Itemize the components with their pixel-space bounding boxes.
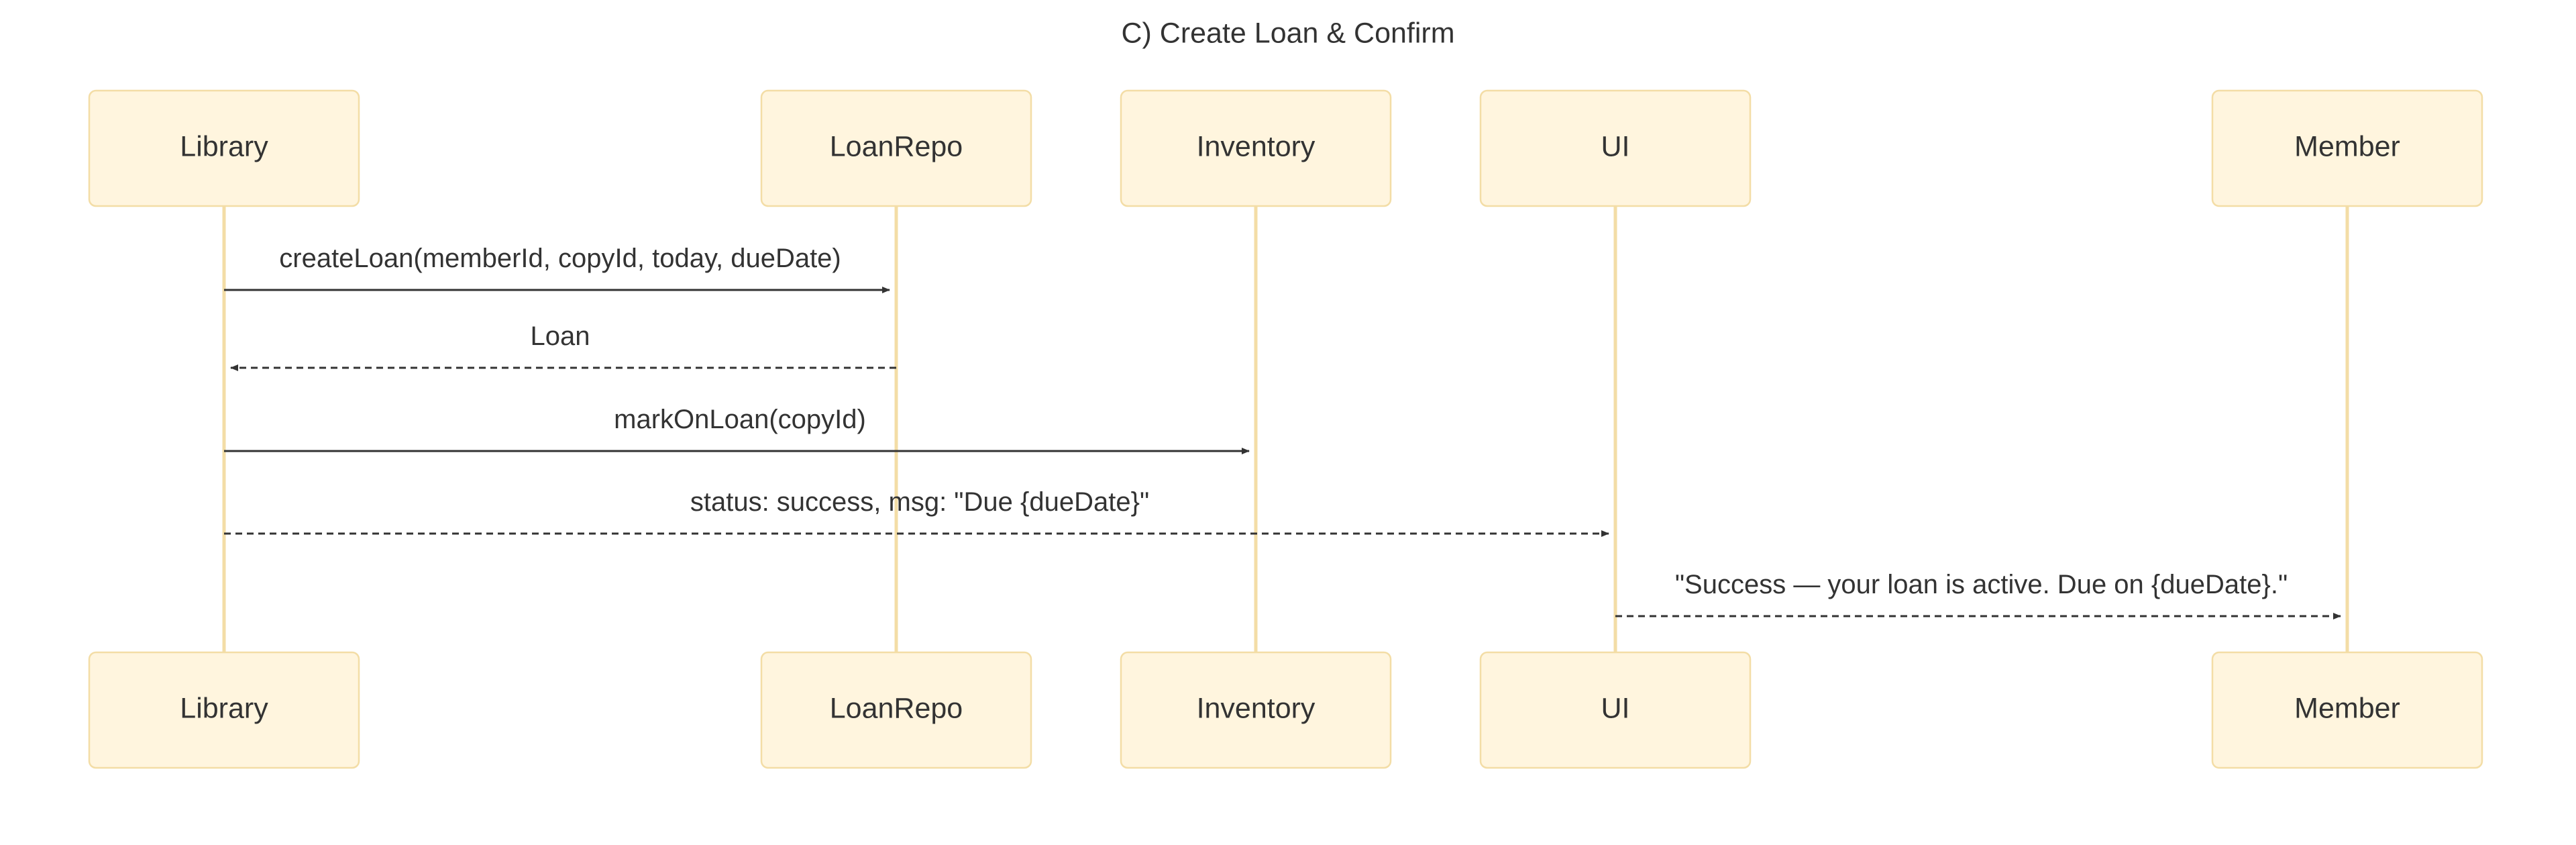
message-2: Loan	[230, 321, 896, 371]
message-5: "Success — your loan is active. Due on {…	[1615, 570, 2341, 619]
participant-inventory-top[interactable]: Inventory	[1120, 89, 1392, 207]
participant-box	[760, 651, 1032, 769]
participant-box	[88, 651, 360, 769]
participants-bottom: Library LoanRepo Inventory UI Member	[88, 651, 2483, 769]
participant-member-top[interactable]: Member	[2211, 89, 2483, 207]
diagram-title: C) Create Loan & Confirm	[1121, 17, 1454, 49]
participant-box	[1120, 651, 1392, 769]
participant-inventory-bottom[interactable]: Inventory	[1120, 651, 1392, 769]
message-label: createLoan(memberId, copyId, today, dueD…	[279, 244, 841, 273]
message-label: status: success, msg: "Due {dueDate}"	[690, 487, 1149, 517]
participant-label: Inventory	[1197, 692, 1316, 724]
message-1: createLoan(memberId, copyId, today, dueD…	[224, 244, 890, 293]
message-4: status: success, msg: "Due {dueDate}"	[224, 487, 1609, 537]
message-label: Loan	[531, 321, 590, 351]
participant-label: Library	[180, 692, 268, 724]
participant-loanrepo-bottom[interactable]: LoanRepo	[760, 651, 1032, 769]
participant-label: UI	[1601, 130, 1630, 162]
participant-box	[88, 89, 360, 207]
participant-box	[2211, 651, 2483, 769]
participant-label: LoanRepo	[830, 692, 963, 724]
participant-box	[1479, 651, 1752, 769]
message-3: markOnLoan(copyId)	[224, 405, 1250, 454]
participant-label: Library	[180, 130, 268, 162]
participant-label: Inventory	[1197, 130, 1316, 162]
participant-loanrepo-top[interactable]: LoanRepo	[760, 89, 1032, 207]
participant-box	[1479, 89, 1752, 207]
messages: createLoan(memberId, copyId, today, dueD…	[224, 244, 2341, 619]
lifelines	[222, 206, 2349, 652]
participant-label: Member	[2294, 692, 2400, 724]
participant-label: Member	[2294, 130, 2400, 162]
participant-member-bottom[interactable]: Member	[2211, 651, 2483, 769]
participant-ui-bottom[interactable]: UI	[1479, 651, 1752, 769]
message-label: "Success — your loan is active. Due on {…	[1675, 570, 2288, 599]
participant-ui-top[interactable]: UI	[1479, 89, 1752, 207]
message-label: markOnLoan(copyId)	[614, 405, 866, 434]
participants-top: Library LoanRepo Inventory UI Member	[88, 89, 2483, 207]
participant-box	[760, 89, 1032, 207]
participant-label: LoanRepo	[830, 130, 963, 162]
participant-box	[1120, 89, 1392, 207]
participant-label: UI	[1601, 692, 1630, 724]
participant-library-top[interactable]: Library	[88, 89, 360, 207]
participant-library-bottom[interactable]: Library	[88, 651, 360, 769]
participant-box	[2211, 89, 2483, 207]
